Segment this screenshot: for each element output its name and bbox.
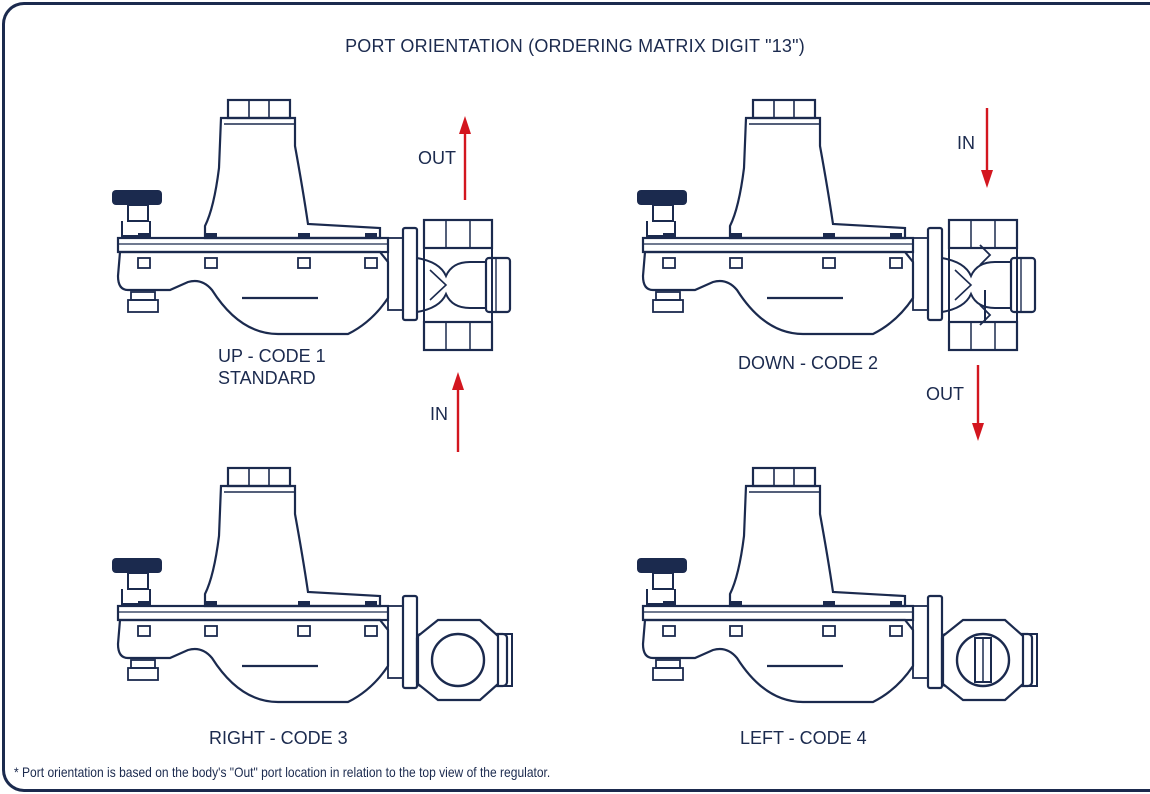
out-arrow-down-view	[972, 365, 984, 441]
regulator-down-view	[635, 98, 1037, 352]
caption-left: LEFT - CODE 4	[740, 728, 867, 748]
label-in-up: IN	[430, 404, 448, 424]
regulator-left-view	[635, 466, 1039, 704]
caption-down: DOWN - CODE 2	[738, 353, 879, 373]
caption-up: UP - CODE 1	[218, 346, 326, 366]
footnote: * Port orientation is based on the body'…	[14, 764, 551, 780]
label-out-down: OUT	[926, 384, 964, 404]
in-arrow-up-view	[452, 372, 464, 452]
label-out-up: OUT	[418, 148, 456, 168]
label-in-down: IN	[957, 133, 975, 153]
regulator-right-view	[110, 466, 514, 704]
in-arrow-down-view	[981, 108, 993, 188]
caption-up-standard: STANDARD	[218, 368, 316, 388]
page-title: PORT ORIENTATION (ORDERING MATRIX DIGIT …	[345, 36, 805, 56]
caption-right: RIGHT - CODE 3	[209, 728, 348, 748]
out-arrow-up-view	[459, 116, 471, 200]
regulator-up-view	[110, 98, 512, 352]
